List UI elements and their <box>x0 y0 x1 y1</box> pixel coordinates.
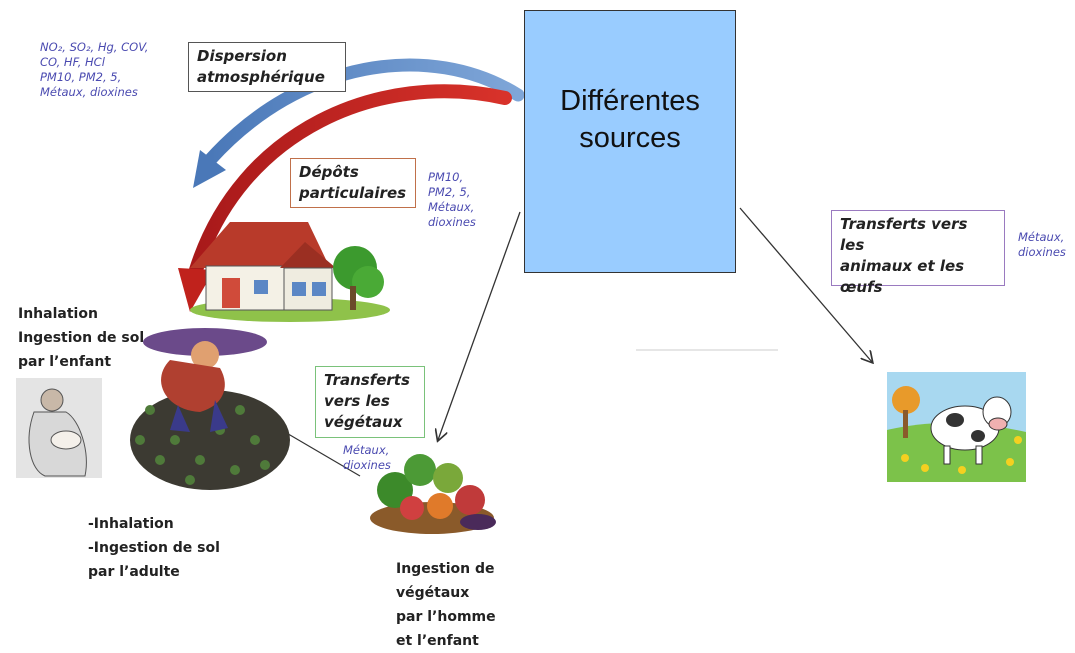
child-exposure-label: Inhalation Ingestion de sol par l’enfant <box>18 302 178 374</box>
atmo-pollutants-note: NO₂, SO₂, Hg, COV, CO, HF, HCl PM10, PM2… <box>40 40 180 100</box>
note-line: Métaux, <box>428 200 475 214</box>
cow-illustration <box>887 372 1026 482</box>
box-line: Dispersion <box>197 47 287 65</box>
box-line: Transferts vers les <box>840 215 968 254</box>
deposits-box: Dépôts particulaires <box>290 158 416 208</box>
note-line: CO, HF, HCl <box>40 55 105 69</box>
note-line: PM10, <box>428 170 464 184</box>
note-line: PM2, 5, <box>428 185 471 199</box>
note-line: Métaux, <box>1018 230 1065 244</box>
box-line: Dépôts <box>299 163 359 181</box>
note-line: Métaux, <box>343 443 390 457</box>
label-line: végétaux <box>396 585 470 601</box>
mother-child-illustration <box>16 378 102 478</box>
animal-pollutants-note: Métaux, dioxines <box>1018 230 1074 260</box>
link-garden-vegetables <box>277 427 361 477</box>
label-line: Ingestion de <box>396 561 495 577</box>
note-line: dioxines <box>343 458 391 472</box>
note-line: dioxines <box>428 215 476 229</box>
box-line: œufs <box>840 278 883 296</box>
note-line: PM10, PM2, 5, <box>40 70 122 84</box>
vegetable-pollutants-note: Métaux, dioxines <box>343 443 413 473</box>
label-line: par l’homme <box>396 609 496 625</box>
arrow-to-cow <box>739 207 872 362</box>
note-line: dioxines <box>1018 245 1066 259</box>
adult-exposure-label: -Inhalation -Ingestion de sol par l’adul… <box>88 512 258 584</box>
plants-transfer-box: Transferts vers les végétaux <box>315 366 425 438</box>
label-line: Ingestion de sol <box>18 330 145 346</box>
gardener-illustration <box>130 328 290 490</box>
source-title: Différentes sources <box>560 84 700 154</box>
box-line: Transferts <box>324 371 410 389</box>
box-line: particulaires <box>299 184 407 202</box>
source-box: Différentes sources <box>524 10 736 273</box>
box-line: atmosphérique <box>197 68 325 86</box>
label-line: et l’enfant <box>396 633 479 649</box>
label-line: -Ingestion de sol <box>88 540 220 556</box>
label-line: par l’enfant <box>18 354 112 370</box>
vegetable-ingestion-label: Ingestion de végétaux par l’homme et l’e… <box>396 557 526 653</box>
animals-transfer-box: Transferts vers les animaux et les œufs <box>831 210 1005 296</box>
label-line: Inhalation <box>18 306 98 322</box>
label-line: par l’adulte <box>88 564 180 580</box>
label-line: -Inhalation <box>88 516 174 532</box>
note-line: NO₂, SO₂, Hg, COV, <box>40 40 149 54</box>
box-line: vers les <box>324 392 390 410</box>
box-line: végétaux <box>324 413 403 431</box>
house-illustration <box>190 222 390 322</box>
box-line: animaux et les <box>840 257 965 275</box>
deposit-pollutants-note: PM10, PM2, 5, Métaux, dioxines <box>428 170 508 230</box>
vegetables-illustration <box>370 454 496 534</box>
blue-curved-arrow <box>193 58 525 188</box>
note-line: Métaux, dioxines <box>40 85 138 99</box>
red-curved-arrow <box>178 84 512 312</box>
arrow-to-vegetables <box>438 211 521 440</box>
dispersion-box: Dispersion atmosphérique <box>188 42 346 92</box>
